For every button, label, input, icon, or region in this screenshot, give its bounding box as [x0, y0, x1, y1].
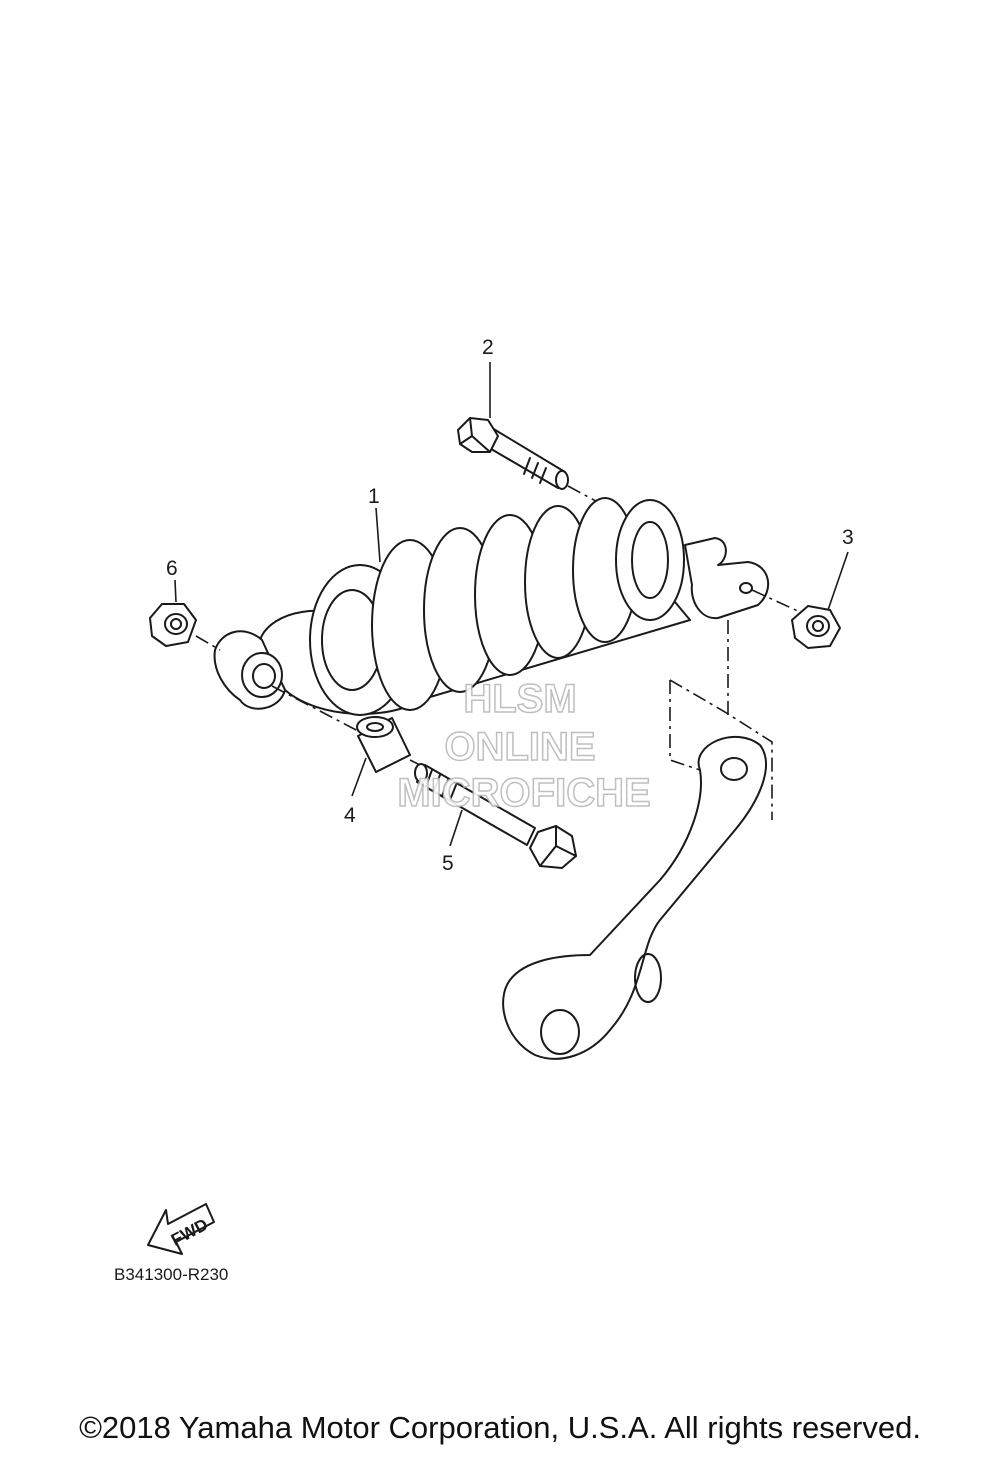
- callout-4: 4: [344, 804, 356, 827]
- nut-6-icon: [149, 603, 197, 647]
- watermark-line-1: HLSM: [463, 677, 576, 721]
- callout-3: 3: [842, 526, 854, 549]
- copyright-notice: ©2018 Yamaha Motor Corporation, U.S.A. A…: [79, 1410, 921, 1445]
- nut-3-icon: [791, 605, 841, 649]
- callout-2: 2: [482, 336, 494, 359]
- leader-3: [827, 551, 849, 611]
- fwd-arrow-icon: FWD: [147, 1203, 215, 1255]
- callout-6: 6: [166, 557, 178, 580]
- leader-4: [351, 757, 367, 797]
- bolt-2-icon: [457, 417, 569, 490]
- relay-arm: [502, 620, 773, 1060]
- leader-5: [449, 809, 463, 847]
- leader-6: [174, 579, 177, 603]
- bolt-5-icon: [414, 763, 577, 869]
- callout-5: 5: [442, 852, 454, 875]
- collar-4-icon: [356, 716, 411, 773]
- shock-absorber-icon: [213, 497, 770, 716]
- callout-1: 1: [368, 485, 380, 508]
- diagram-code: B341300-R230: [114, 1265, 228, 1284]
- watermark-line-2: ONLINE: [444, 725, 595, 769]
- watermark-line-3: MICROFICHE: [397, 771, 650, 815]
- leader-1: [375, 507, 381, 563]
